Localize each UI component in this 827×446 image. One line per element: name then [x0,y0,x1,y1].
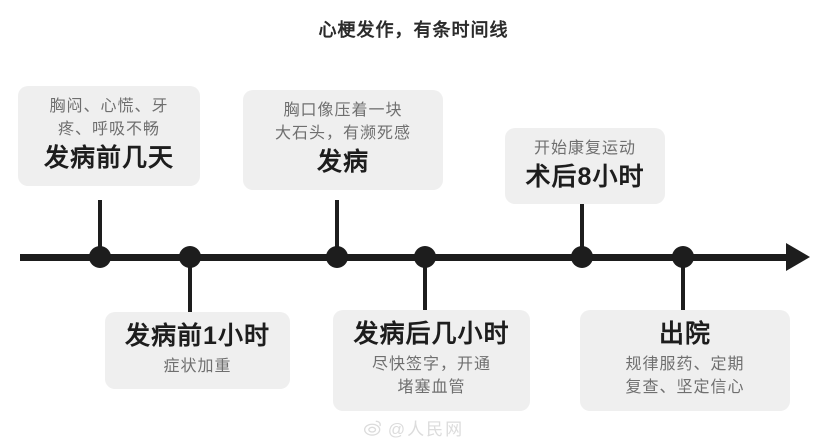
card-1-title: 发病前1小时 [125,322,270,350]
node-stem-2 [335,200,339,252]
timeline-card-0[interactable]: 胸闷、心慌、牙 疼、呼吸不畅 发病前几天 [18,86,200,186]
timeline-node-dot-3[interactable] [414,246,436,268]
card-1-subtext: 症状加重 [163,358,232,376]
card-3-subtext: 尽快签字，开通 堵塞血管 [371,356,491,397]
node-stem-5 [681,256,685,312]
timeline-card-5[interactable]: 出院 规律服药、定期 复查、坚定信心 [580,310,790,411]
card-0-subtext: 胸闷、心慌、牙 疼、呼吸不畅 [49,98,169,139]
weibo-eye-icon [363,418,383,438]
watermark: @人民网 [0,415,827,440]
card-2-title: 发病 [316,148,369,177]
card-5-title: 出院 [658,320,711,348]
node-stem-0 [98,200,102,252]
timeline-axis [20,254,792,261]
timeline-node-dot-5[interactable] [672,246,694,268]
timeline-card-2[interactable]: 胸口像压着一块 大石头，有濒死感 发病 [243,90,443,190]
card-4-subtext: 开始康复运动 [533,140,636,157]
node-stem-3 [423,256,427,312]
card-5-subtext: 规律服药、定期 复查、坚定信心 [625,356,745,397]
card-2-subtext: 胸口像压着一块 大石头，有濒死感 [274,102,411,143]
timeline-card-1[interactable]: 发病前1小时 症状加重 [105,312,290,390]
timeline-node-dot-0[interactable] [89,246,111,268]
page-title: 心梗发作，有条时间线 [318,20,509,40]
timeline-card-4[interactable]: 开始康复运动 术后8小时 [505,128,665,205]
timeline-arrow-icon [786,243,810,271]
card-4-title: 术后8小时 [525,163,645,192]
timeline-card-3[interactable]: 发病后几小时 尽快签字，开通 堵塞血管 [333,310,530,411]
timeline-node-dot-4[interactable] [571,246,593,268]
card-3-title: 发病后几小时 [353,320,510,348]
card-0-title: 发病前几天 [43,144,174,173]
node-stem-1 [188,256,192,312]
watermark-text: @人民网 [387,420,465,439]
node-stem-4 [580,200,584,252]
timeline-node-dot-2[interactable] [326,246,348,268]
timeline-node-dot-1[interactable] [179,246,201,268]
